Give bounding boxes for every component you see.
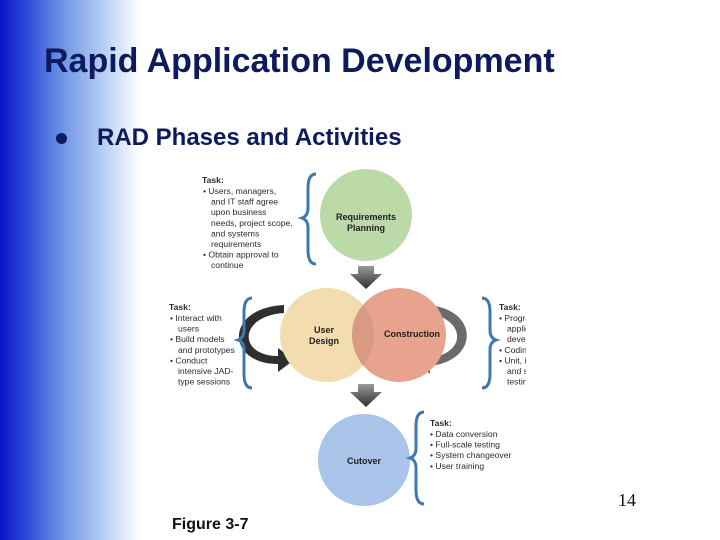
task-line: testing — [507, 377, 526, 387]
side-gradient-band — [0, 0, 140, 540]
task-line: and prototypes — [178, 345, 235, 355]
task-line: • Conduct — [170, 355, 208, 365]
planning-task-list: • Users, managers,and IT staff agreeupon… — [203, 186, 293, 270]
down-arrow-to-cutover — [350, 384, 382, 407]
construction-brace — [481, 296, 501, 390]
cutover-brace — [405, 410, 425, 506]
task-line: • Full-scale testing — [430, 440, 500, 450]
task-line: • Data conversion — [430, 429, 498, 439]
task-line: and IT staff agree — [211, 197, 278, 207]
rad-phases-diagram: Requirements Planning User Design Constr… — [166, 168, 526, 508]
task-line: application — [507, 324, 526, 334]
user-design-label-line2: Design — [309, 336, 339, 346]
user-design-circle — [280, 288, 374, 382]
planning-task-heading: Task: — [202, 175, 224, 185]
cutover-task-heading: Task: — [430, 418, 452, 428]
requirements-planning-circle — [320, 169, 412, 261]
task-line: • Users, managers, — [203, 186, 276, 196]
down-arrow-to-design — [350, 266, 382, 289]
task-line: and systems — [211, 228, 259, 238]
task-line: • Program and — [499, 313, 526, 323]
diagram-canvas: Requirements Planning User Design Constr… — [169, 169, 526, 506]
task-line: type sessions — [178, 377, 230, 387]
cutover-circle — [318, 414, 410, 506]
planning-brace — [297, 172, 317, 266]
figure-caption: Figure 3-7 — [172, 516, 249, 533]
cutover-task-list: • Data conversion• Full-scale testing• S… — [430, 429, 511, 471]
task-line: and system — [507, 366, 526, 376]
bullet-text: RAD Phases and Activities — [97, 124, 402, 151]
requirements-label-line2: Planning — [347, 223, 385, 233]
construction-circle — [352, 288, 446, 382]
task-line: requirements — [211, 239, 261, 249]
requirements-label-line1: Requirements — [336, 212, 396, 222]
task-line: needs, project scope, — [211, 218, 293, 228]
bullet-dot-icon — [56, 132, 67, 144]
task-line: • System changeover — [430, 450, 511, 460]
task-line: intensive JAD- — [178, 366, 234, 376]
task-line: • Interact with — [170, 313, 222, 323]
task-line: • Obtain approval to — [203, 250, 279, 260]
construction-task-heading: Task: — [499, 302, 521, 312]
design-brace — [233, 296, 253, 390]
task-line: development — [507, 334, 526, 344]
task-line: • User training — [430, 461, 484, 471]
slide-title: Rapid Application Development — [44, 42, 555, 80]
user-design-label-line1: User — [314, 325, 335, 335]
page-number: 14 — [618, 490, 636, 510]
task-line: users — [178, 324, 199, 334]
construction-task-list: • Program andapplicationdevelopment• Cod… — [499, 313, 526, 387]
cutover-label: Cutover — [347, 456, 382, 466]
task-line: • Coding — [499, 345, 526, 355]
task-line: continue — [211, 260, 244, 270]
task-line: upon business — [211, 207, 266, 217]
design-task-heading: Task: — [169, 302, 191, 312]
task-line: • Unit, integration, — [499, 355, 526, 365]
task-line: • Build models — [170, 334, 225, 344]
construction-label: Construction — [384, 329, 440, 339]
left-cycle-arrow — [238, 305, 294, 372]
bullet-item: RAD Phases and Activities — [56, 124, 402, 152]
